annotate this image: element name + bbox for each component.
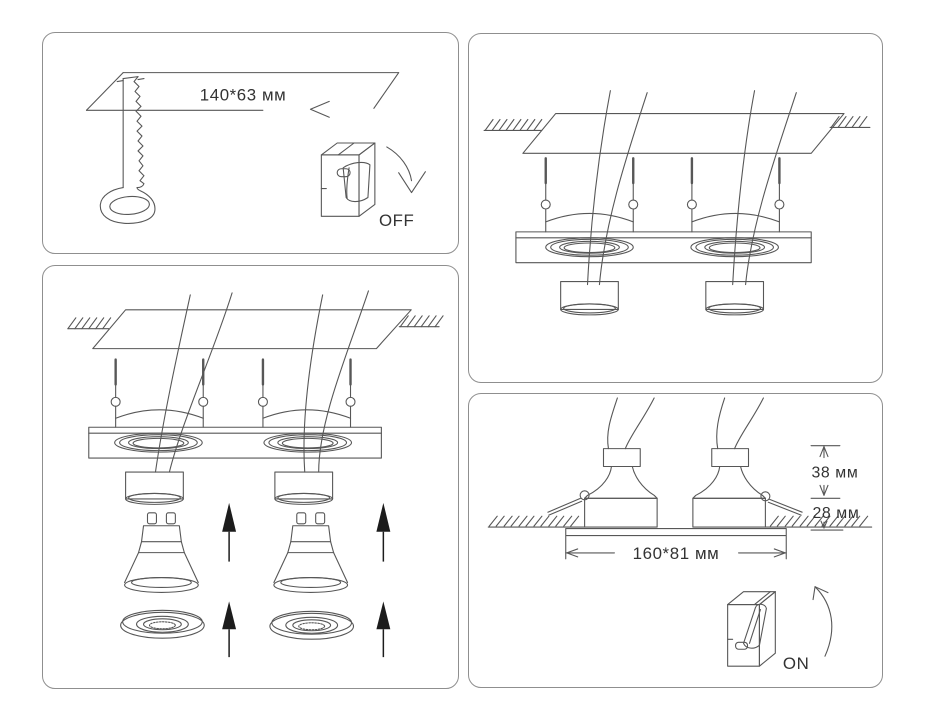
recess-depth-label: 28 мм (812, 505, 859, 522)
recessed-lamp-icon (584, 448, 658, 528)
ceiling-hatch-right (829, 115, 871, 129)
gu10-bulb-icon (273, 512, 349, 593)
ceiling-section-icon (487, 515, 873, 537)
cut-opening-drawing: 140*63 мм OFF (85, 72, 426, 230)
lamp-socket-cups-icon (125, 471, 334, 505)
insert-up-arrows-icon (222, 502, 391, 658)
recessed-lamp-icon (692, 448, 766, 528)
cut-size-label: 140*63 мм (200, 85, 287, 104)
ceiling-hatch-right (398, 315, 444, 328)
width-dimension-line (565, 535, 787, 560)
ceiling-panel-icon (85, 72, 400, 111)
ceiling-opening-icon (522, 112, 845, 154)
turn-off-arrow-icon (386, 146, 426, 194)
slide-left-arrow-icon (309, 100, 330, 118)
gu10-bulb-icon (124, 512, 199, 593)
height-dimension-lines (810, 445, 844, 531)
power-wires-icon (607, 397, 764, 450)
switch-on-label: ON (783, 654, 810, 673)
turn-on-arrow-icon (812, 586, 833, 657)
ceiling-opening-icon (92, 309, 412, 350)
height-above-label: 38 мм (811, 464, 858, 481)
spring-mounting-drawing (483, 90, 871, 316)
fixture-frame-icon (88, 426, 382, 459)
trim-ring-icon (269, 610, 355, 640)
bulb-install-drawing (67, 290, 444, 658)
keyhole-saw-icon (99, 76, 156, 224)
panel-finished-dimensions: 160*81 мм 38 мм 28 мм (468, 393, 883, 688)
fixture-frame-icon (515, 231, 812, 264)
finished-dimensions-drawing: 160*81 мм 38 мм 28 мм (487, 397, 873, 673)
spring-clip-icon (547, 490, 803, 516)
ceiling-hatch-left (67, 317, 112, 330)
power-wires-icon (586, 90, 797, 286)
trim-ring-icon (120, 609, 205, 639)
ceiling-hatch-left (483, 118, 543, 131)
switch-off-label: OFF (379, 211, 414, 230)
panel-bulb-install (42, 265, 459, 689)
panel-spring-mounting (468, 33, 883, 383)
panel-cut-opening: 140*63 мм OFF (42, 32, 459, 254)
rocker-switch-on-icon (727, 591, 776, 667)
rocker-switch-off-icon (320, 142, 376, 217)
lamp-socket-cups-icon (560, 281, 765, 316)
plate-size-label: 160*81 мм (633, 544, 720, 563)
spring-pins-icon (540, 157, 785, 233)
spring-pins-icon (110, 358, 356, 428)
